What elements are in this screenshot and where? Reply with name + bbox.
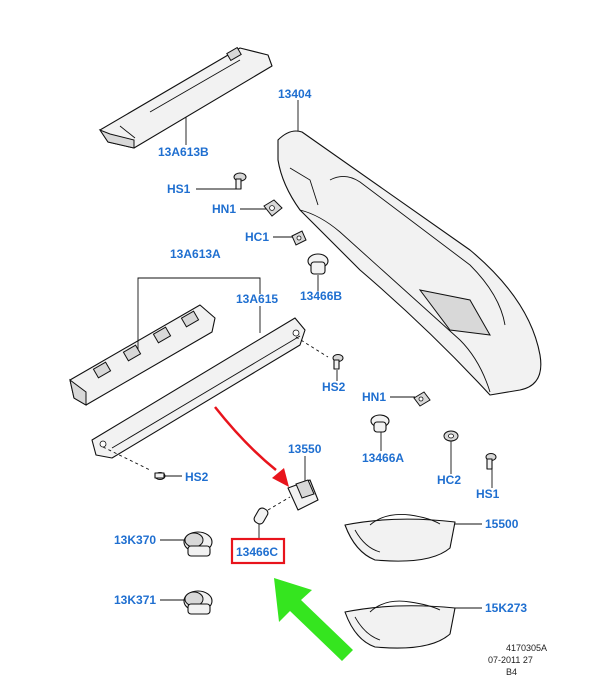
callout-13A613A: 13A613A xyxy=(170,247,221,261)
highlight-box-13466C xyxy=(230,537,286,565)
clip-HC2 xyxy=(443,430,459,442)
footer-ref-line1: 4170305A xyxy=(506,643,547,653)
screw-HS1-upper xyxy=(233,172,247,190)
callout-13404: 13404 xyxy=(278,87,312,101)
callout-HS1-upper: HS1 xyxy=(167,182,191,196)
socket-13550 xyxy=(287,479,319,511)
housing-13404 xyxy=(277,130,542,396)
bulb-13466B xyxy=(307,253,329,275)
callout-HN1-upper: HN1 xyxy=(212,202,236,216)
callout-13A613B: 13A613B xyxy=(158,145,209,159)
footer-ref-line2: 07-2011 27 xyxy=(488,655,533,665)
red-arrow xyxy=(214,406,289,487)
callout-15500: 15500 xyxy=(485,517,519,531)
bracket-13A613A xyxy=(69,304,216,406)
screw-HS2-left xyxy=(154,472,166,480)
grommet-13K371 xyxy=(183,590,213,615)
callout-HS1-lower: HS1 xyxy=(476,487,500,501)
callout-13K370: 13K370 xyxy=(114,533,156,547)
leader-lines xyxy=(137,100,493,609)
lamp-15K273 xyxy=(344,600,456,649)
grommet-13K370 xyxy=(183,531,213,557)
clip-HN1-upper xyxy=(263,199,283,217)
screw-HS1-lower xyxy=(485,453,497,470)
clip-HN1-lower xyxy=(413,391,431,407)
callout-13K371: 13K371 xyxy=(114,593,156,607)
bulb-13466A xyxy=(370,414,390,433)
callout-13466B: 13466B xyxy=(300,289,342,303)
callout-13550: 13550 xyxy=(288,442,322,456)
callout-HC2: HC2 xyxy=(437,473,461,487)
clip-HC1 xyxy=(291,230,307,246)
callout-HC1: HC1 xyxy=(245,230,269,244)
callout-13A615: 13A615 xyxy=(236,292,278,306)
light-bar-13A615 xyxy=(91,317,306,459)
callout-13466C: 13466C xyxy=(236,545,278,559)
footer-ref-line3: B4 xyxy=(506,667,517,677)
callout-HS2-right: HS2 xyxy=(322,380,346,394)
bracket-13A613B xyxy=(98,46,273,149)
callout-HN1-lower: HN1 xyxy=(362,390,386,404)
bulb-13466C xyxy=(253,507,269,525)
callout-13466A: 13466A xyxy=(362,451,404,465)
callout-HS2-left: HS2 xyxy=(185,470,209,484)
screw-HS2-right xyxy=(332,354,344,370)
green-arrow xyxy=(274,578,353,661)
lamp-15500 xyxy=(344,514,456,562)
callout-15K273: 15K273 xyxy=(485,601,527,615)
